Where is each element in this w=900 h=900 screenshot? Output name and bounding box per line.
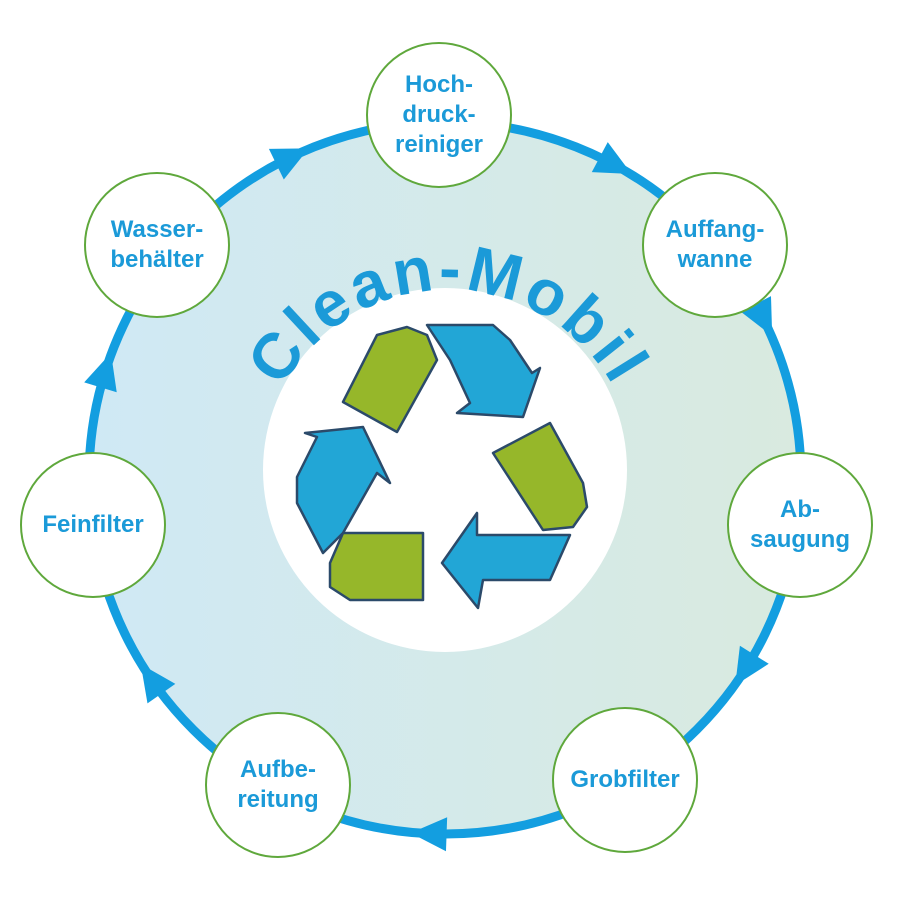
step-wasserbehaelter: Wasser-behälter: [84, 172, 230, 318]
step-label: Auffang-: [665, 216, 765, 243]
step-label: saugung: [750, 526, 850, 553]
step-feinfilter: Feinfilter: [20, 452, 166, 598]
ring-arrow-icon: [735, 645, 769, 686]
ring-arrow-icon: [410, 817, 448, 852]
step-label: druck-: [402, 101, 476, 128]
step-label: Wasser-: [110, 216, 204, 243]
step-label: Grobfilter: [570, 766, 680, 793]
ring-arrow-icon: [740, 296, 773, 336]
step-hochdruckreiniger: Hoch-druck-reiniger: [366, 42, 512, 188]
step-label: behälter: [110, 246, 204, 273]
step-label: Feinfilter: [42, 511, 144, 538]
step-label: Hoch-: [405, 71, 473, 98]
step-grobfilter: Grobfilter: [552, 707, 698, 853]
step-auffangwanne: Auffang-wanne: [642, 172, 788, 318]
step-label: Ab-: [780, 496, 820, 523]
step-label: reiniger: [394, 131, 484, 158]
step-label: reitung: [237, 786, 319, 813]
ring-arrow-icon: [268, 148, 309, 180]
ring-arrow-icon: [84, 352, 117, 393]
step-absaugung: Ab-saugung: [727, 452, 873, 598]
ring-arrow-icon: [591, 142, 632, 174]
step-label: Aufbe-: [240, 756, 316, 783]
ring-arrow-icon: [140, 664, 176, 704]
step-aufbereitung: Aufbe-reitung: [205, 712, 351, 858]
recycle-icon: [295, 323, 589, 610]
step-label: wanne: [677, 246, 753, 273]
